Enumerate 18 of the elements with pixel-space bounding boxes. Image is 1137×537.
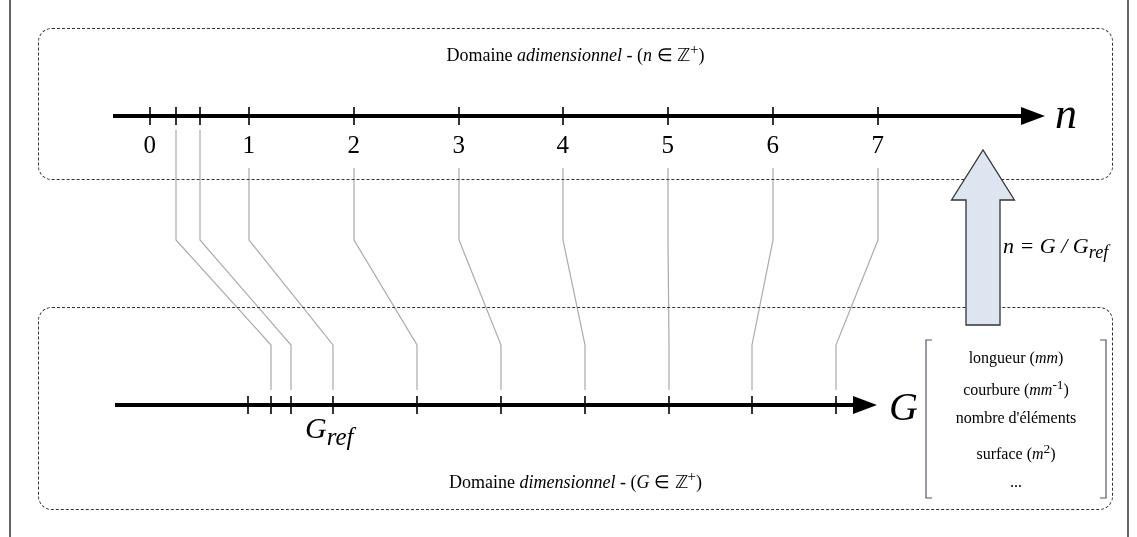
axis-label: n <box>1055 92 1077 136</box>
quantity-text: nombre d'éléments <box>955 410 1077 426</box>
block-arrow <box>950 148 1016 326</box>
domain-title: Domaine adimensionnel - (n ∈ ℤ$^{+}$) <box>446 41 705 66</box>
tick-number: 5 <box>661 132 674 157</box>
tick-number: 1 <box>242 132 255 157</box>
tick-number: 2 <box>347 132 360 157</box>
tick-number: 4 <box>556 132 569 157</box>
tick-number: 6 <box>766 132 779 157</box>
tick-number: 0 <box>143 132 156 157</box>
quantity-text: surface (m$^{2}$) <box>976 442 1056 463</box>
tick-number: 7 <box>871 132 884 157</box>
quantity-text: longueur (mm) <box>968 350 1064 366</box>
axis-label: G <box>889 387 918 427</box>
tick-number: 3 <box>452 132 465 157</box>
domain-title: Domaine dimensionnel - (G ∈ ℤ$^{+}$) <box>449 468 702 493</box>
quantity-text: courbure (mm$^{-1}$) <box>963 378 1069 399</box>
quantity-text: ... <box>1010 474 1022 490</box>
